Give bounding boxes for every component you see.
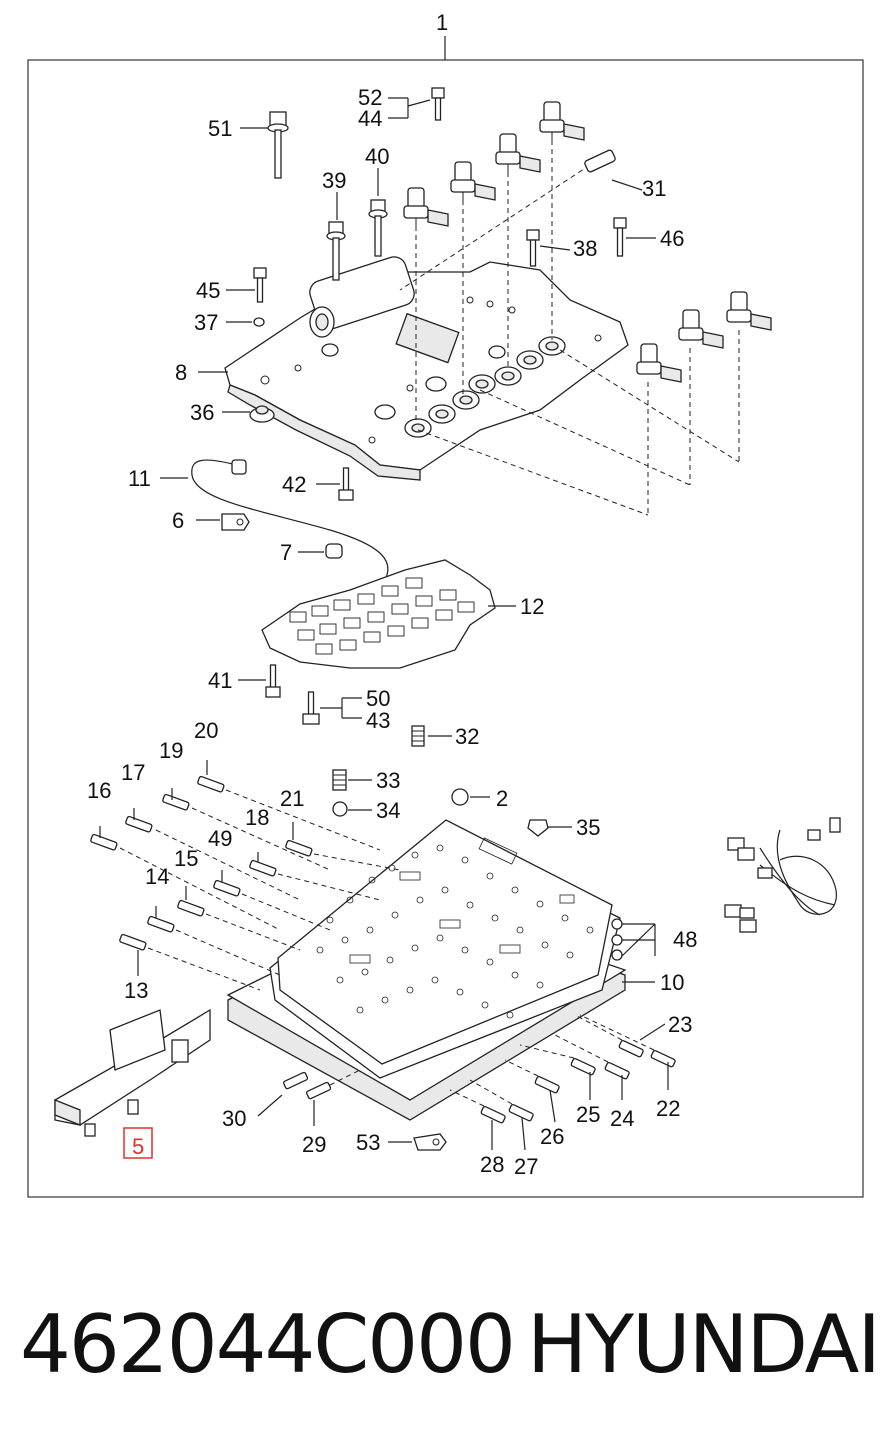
spring-32[interactable] [411, 725, 425, 747]
callout-labels: 52 44 51 40 39 31 38 46 45 37 8 36 11 42… [87, 85, 697, 1179]
callout-51: 51 [208, 116, 232, 141]
cap-36[interactable] [249, 405, 275, 423]
part-number: 462044C000 [20, 1298, 516, 1391]
callout-20: 20 [194, 718, 218, 743]
valve-plugs-left[interactable] [90, 775, 313, 951]
exploded-parts-diagram: 1 [27, 10, 864, 1198]
brand-name: HYUNDAI [527, 1298, 881, 1391]
callout-38: 38 [573, 236, 597, 261]
callout-24: 24 [610, 1106, 634, 1131]
seal-37[interactable] [253, 317, 265, 327]
callout-18: 18 [245, 805, 269, 830]
plug-35[interactable] [527, 819, 549, 837]
callout-39: 39 [322, 168, 346, 193]
callout-45: 45 [196, 278, 220, 303]
callout-25: 25 [576, 1102, 600, 1127]
callout-14: 14 [145, 864, 169, 889]
assembly-number: 1 [436, 10, 448, 35]
callout-30: 30 [222, 1106, 246, 1131]
valve-plugs-right[interactable] [283, 1040, 676, 1124]
callout-43: 43 [366, 708, 390, 733]
callout-31: 31 [642, 176, 666, 201]
callout-37: 37 [194, 310, 218, 335]
callout-19: 19 [159, 738, 183, 763]
callout-49: 49 [208, 826, 232, 851]
callout-42: 42 [282, 472, 306, 497]
callout-28: 28 [480, 1152, 504, 1177]
upper-valve-body[interactable] [224, 254, 629, 481]
callout-52: 52 [358, 85, 382, 110]
callout-32: 32 [455, 724, 479, 749]
callout-27: 27 [514, 1154, 538, 1179]
clip-53[interactable] [413, 1133, 447, 1151]
callout-41: 41 [208, 668, 232, 693]
callout-35: 35 [576, 815, 600, 840]
callout-12: 12 [520, 594, 544, 619]
leader-lines [99, 97, 669, 1151]
callout-2: 2 [496, 786, 508, 811]
highlight-box-5 [123, 1127, 153, 1159]
spring-33[interactable] [332, 769, 347, 791]
clip-6[interactable] [221, 513, 250, 531]
lower-valve-body-10[interactable] [226, 819, 627, 1121]
callout-44: 44 [358, 106, 382, 131]
callout-13: 13 [124, 978, 148, 1003]
callout-10: 10 [660, 970, 684, 995]
ball-34[interactable] [332, 801, 348, 817]
callout-36: 36 [190, 400, 214, 425]
bracket-5[interactable] [54, 1008, 211, 1137]
bolts[interactable] [253, 87, 627, 725]
callout-50: 50 [366, 686, 390, 711]
solenoid-harness[interactable] [724, 817, 841, 933]
callout-7: 7 [280, 540, 292, 565]
valve-bores [260, 296, 602, 444]
separator-gasket-12[interactable] [261, 559, 496, 669]
callout-16: 16 [87, 778, 111, 803]
callout-23: 23 [668, 1012, 692, 1037]
solenoid-31[interactable] [584, 149, 616, 173]
sensor-7[interactable] [325, 543, 343, 559]
callout-33: 33 [376, 768, 400, 793]
callout-29: 29 [302, 1132, 326, 1157]
ball-2[interactable] [451, 788, 469, 806]
callout-53: 53 [356, 1130, 380, 1155]
callout-21: 21 [280, 786, 304, 811]
callout-11: 11 [128, 466, 151, 491]
callout-6: 6 [172, 508, 184, 533]
shift-solenoids[interactable] [403, 101, 772, 383]
callout-8: 8 [175, 360, 187, 385]
callout-46: 46 [660, 226, 684, 251]
callout-17: 17 [121, 760, 145, 785]
callout-15: 15 [174, 846, 198, 871]
callout-22: 22 [656, 1096, 680, 1121]
callout-40: 40 [365, 144, 389, 169]
callout-48: 48 [673, 927, 697, 952]
callout-5: 5 [132, 1134, 144, 1159]
callout-34: 34 [376, 798, 400, 823]
callout-26: 26 [540, 1124, 564, 1149]
